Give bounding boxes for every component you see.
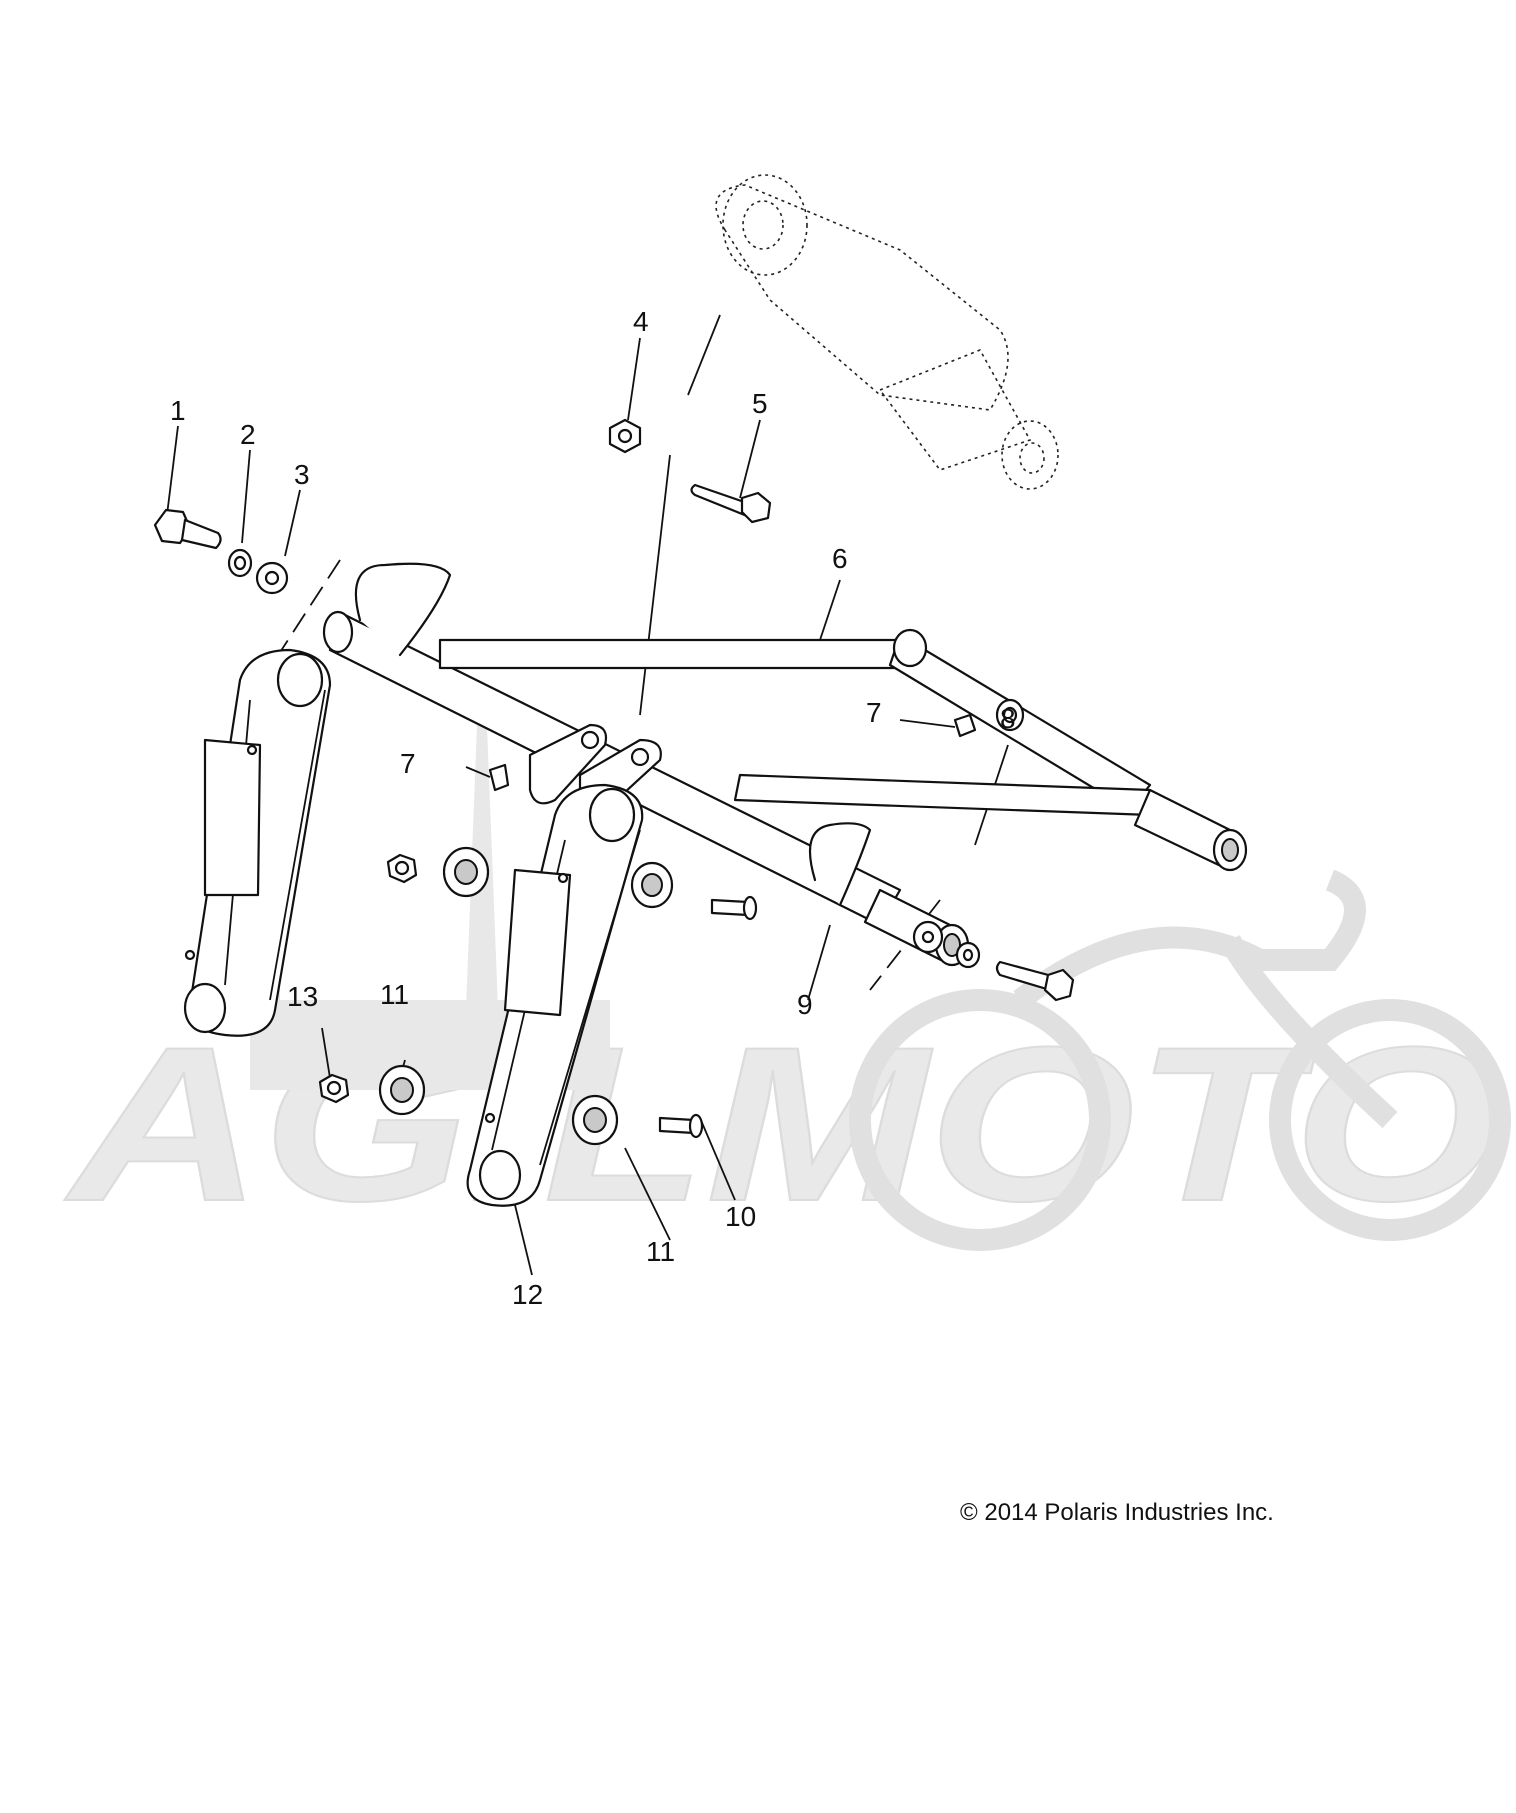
callouts: 1 2 3 4 5 6 7 7 8 9 10 11 11 12 13 (170, 306, 1016, 1310)
pin-10-upper (710, 895, 758, 921)
pin-10-lower (658, 1113, 704, 1139)
callout-10: 10 (725, 1201, 756, 1232)
copyright-text: © 2014 Polaris Industries Inc. (960, 1499, 1274, 1526)
lock-washer-right (955, 941, 981, 969)
shock-absorber-ghost (715, 174, 1059, 490)
nut-13-upper (386, 853, 418, 884)
link-12-back (183, 648, 332, 1037)
callout-1: 1 (170, 395, 186, 426)
grease-fitting-7-right (953, 713, 977, 738)
washer-11-upper-right (630, 861, 674, 909)
nut-4 (608, 418, 642, 454)
callout-7-right: 7 (866, 697, 882, 728)
callout-8: 8 (1000, 703, 1016, 734)
washer-11-lower-right (571, 1094, 619, 1146)
washer-11-lower-left (378, 1064, 426, 1116)
callout-9: 9 (797, 989, 813, 1020)
swing-arm-6 (322, 562, 1248, 967)
nut-13-lower (318, 1073, 350, 1104)
callout-11-lower: 11 (646, 1236, 675, 1267)
motorcycle-watermark-icon (849, 869, 1511, 1251)
bolt-1 (153, 508, 222, 550)
callout-5: 5 (752, 388, 768, 419)
leader-lines (165, 314, 1009, 1276)
washer-11-upper-left (442, 846, 490, 898)
callout-13: 13 (287, 981, 318, 1012)
callout-7-left: 7 (400, 748, 416, 779)
grease-fitting-7-left (488, 763, 510, 792)
bolt-right (995, 960, 1075, 1002)
bolt-5 (690, 483, 772, 524)
lock-washer-2 (227, 548, 253, 578)
callout-3: 3 (294, 459, 310, 490)
link-12-front (466, 783, 644, 1207)
washer-3 (255, 561, 289, 595)
callout-6: 6 (832, 543, 848, 574)
callout-2: 2 (240, 419, 256, 450)
washer-right (912, 920, 944, 954)
callout-12: 12 (512, 1279, 543, 1310)
callout-4: 4 (633, 306, 649, 337)
callout-11-upper: 11 (380, 979, 409, 1010)
